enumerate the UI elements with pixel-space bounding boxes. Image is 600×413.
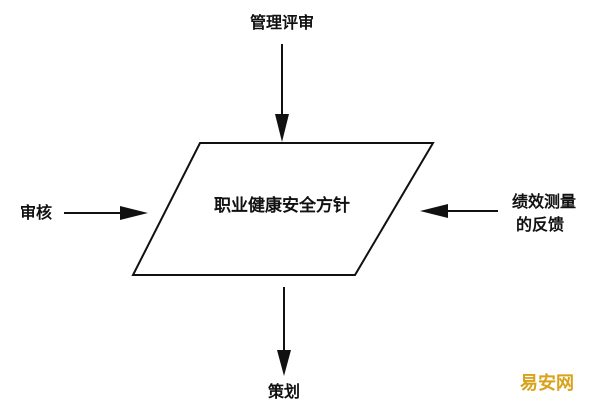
management-review-label: 管理评审 [250,13,314,32]
performance-feedback-label: 绩效测量 [512,192,576,211]
policy-parallelogram [131,142,435,276]
performance-feedback-label-line2: 的反馈 [516,215,564,234]
planning-arrow [277,287,291,376]
audit-arrow [64,206,148,220]
policy-label: 职业健康安全方针 [214,195,350,216]
watermark-logo: 易安网 [520,372,574,394]
planning-label: 策划 [267,382,300,401]
audit-label: 审核 [20,203,52,222]
performance-feedback-arrow [420,204,498,218]
management-review-arrow [275,44,289,142]
